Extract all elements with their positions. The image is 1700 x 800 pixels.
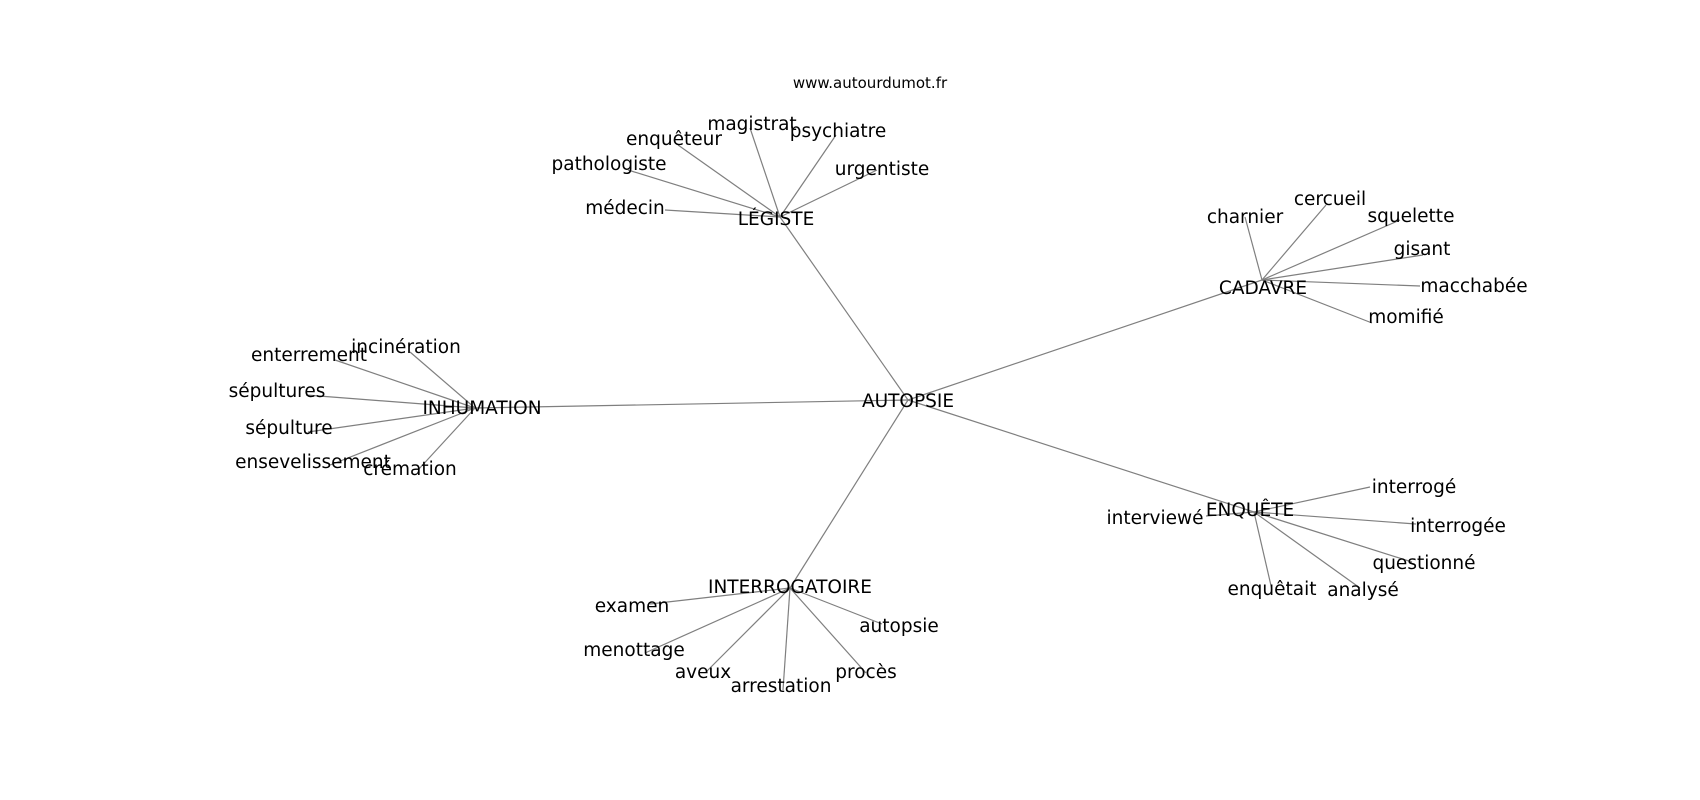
word-node: momifié bbox=[1368, 307, 1444, 328]
word-node: enterrement bbox=[251, 345, 367, 366]
hub-node: INTERROGATOIRE bbox=[708, 577, 872, 598]
hub-node: INHUMATION bbox=[422, 398, 541, 419]
edge-center-to-hub bbox=[779, 216, 909, 401]
edge-hub-to-word bbox=[789, 587, 867, 674]
word-node: gisant bbox=[1394, 239, 1451, 260]
word-node: psychiatre bbox=[790, 121, 887, 142]
edge-hub-to-word bbox=[1261, 279, 1421, 287]
word-node: examen bbox=[595, 596, 669, 617]
edge-hub-to-word bbox=[1261, 204, 1327, 281]
edge-hub-to-word bbox=[334, 359, 476, 409]
word-node: questionné bbox=[1372, 553, 1475, 574]
word-node: cercueil bbox=[1294, 189, 1366, 210]
hub-node: LÉGISTE bbox=[738, 208, 815, 230]
word-node: sépulture bbox=[245, 418, 332, 439]
edge-hub-to-word bbox=[1261, 254, 1424, 281]
edge-hub-to-word bbox=[417, 407, 476, 471]
edge-hub-to-word bbox=[779, 169, 878, 218]
word-node: autopsie bbox=[859, 616, 939, 637]
word-node: analysé bbox=[1327, 580, 1399, 601]
word-node: ensevelissement bbox=[235, 452, 391, 473]
edge-hub-to-word bbox=[1253, 511, 1273, 591]
edge-hub-to-word bbox=[749, 127, 781, 218]
word-node: arrestation bbox=[731, 676, 832, 697]
edge-hub-to-word bbox=[1253, 511, 1417, 525]
word-node: urgentiste bbox=[835, 159, 930, 180]
center-node: AUTOPSIE bbox=[862, 391, 954, 412]
edge-hub-to-word bbox=[1253, 486, 1371, 513]
edge-hub-to-word bbox=[1253, 511, 1361, 589]
edge-hub-to-word bbox=[305, 394, 476, 409]
edge-center-to-hub bbox=[907, 399, 1255, 513]
edge-hub-to-word bbox=[644, 587, 791, 654]
word-node: crémation bbox=[363, 459, 457, 480]
word-node: médecin bbox=[585, 198, 665, 219]
word-node: enquêtait bbox=[1228, 579, 1317, 600]
edge-hub-to-word bbox=[649, 587, 791, 605]
hub-node: ENQUÊTE bbox=[1206, 499, 1294, 521]
word-node: sépultures bbox=[229, 381, 326, 402]
hub-node: CADAVRE bbox=[1219, 278, 1307, 299]
edge-hub-to-word bbox=[1261, 219, 1401, 281]
word-node: charnier bbox=[1207, 207, 1284, 228]
edge-hub-to-word bbox=[1261, 279, 1373, 324]
edge-hub-to-word bbox=[789, 587, 883, 625]
edge-hub-to-word bbox=[782, 587, 791, 691]
edge-hub-to-word bbox=[307, 407, 476, 433]
edge-center-to-hub bbox=[907, 279, 1263, 401]
edges-layer bbox=[305, 127, 1424, 691]
watermark: www.autourdumot.fr bbox=[793, 74, 948, 92]
word-node: interviewé bbox=[1106, 508, 1203, 529]
edge-hub-to-word bbox=[329, 407, 476, 466]
word-node: pathologiste bbox=[552, 154, 667, 175]
edge-hub-to-word bbox=[1244, 216, 1263, 281]
word-node: interrogé bbox=[1372, 477, 1456, 498]
edge-hub-to-word bbox=[1205, 511, 1255, 517]
edge-hub-to-word bbox=[1253, 511, 1413, 563]
word-node: magistrat bbox=[707, 114, 796, 135]
edge-hub-to-word bbox=[409, 351, 476, 409]
word-node: procès bbox=[835, 662, 896, 683]
edge-center-to-hub bbox=[474, 399, 909, 409]
word-node: aveux bbox=[675, 662, 731, 683]
word-node: enquêteur bbox=[626, 129, 722, 150]
edge-hub-to-word bbox=[705, 587, 791, 673]
edge-hub-to-word bbox=[779, 134, 837, 218]
edge-center-to-hub bbox=[789, 399, 909, 589]
word-node: squelette bbox=[1368, 206, 1455, 227]
edge-hub-to-word bbox=[627, 169, 781, 218]
word-node: incinération bbox=[351, 337, 461, 358]
edge-hub-to-word bbox=[677, 144, 781, 218]
word-node: macchabée bbox=[1420, 276, 1527, 297]
labels-layer: AUTOPSIE médecin pathologiste enquêteurmag… bbox=[229, 114, 1528, 697]
word-node: menottage bbox=[583, 640, 684, 661]
word-node: interrogée bbox=[1410, 516, 1506, 537]
edge-hub-to-word bbox=[664, 209, 781, 218]
